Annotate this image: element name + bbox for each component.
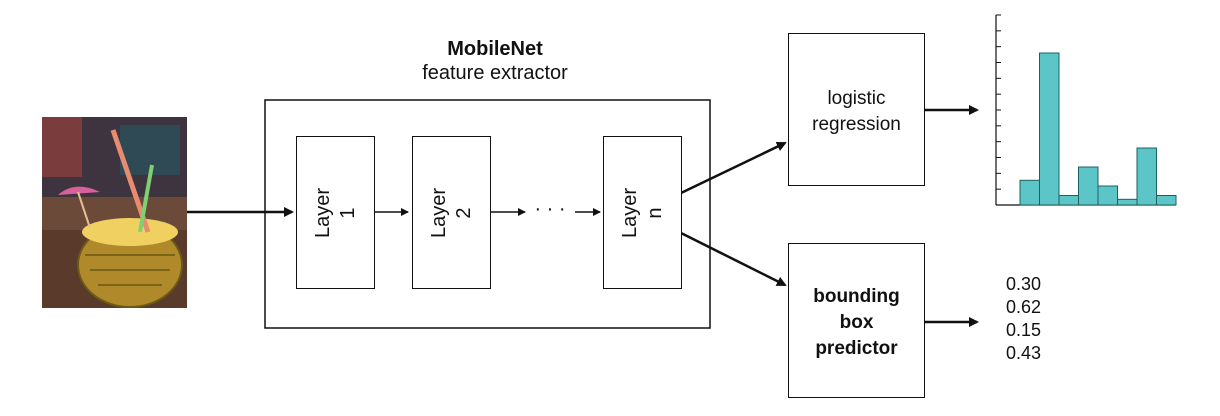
bbox-output-value: 0.62 [1006, 297, 1042, 317]
class-probability-histogram [995, 14, 1177, 206]
histogram-bar [1117, 198, 1138, 206]
layers-ellipsis: · · · [534, 198, 566, 220]
histogram-bar [1097, 185, 1118, 206]
histogram-bar [1039, 52, 1060, 206]
bbox-output-value: 0.15 [1006, 320, 1042, 340]
to-bbox-predictor-arrow [680, 231, 787, 287]
to-classifier-arrow [680, 141, 787, 195]
bbox-output-value: 0.43 [1006, 343, 1042, 363]
histogram-bar [1019, 179, 1040, 206]
histogram-bar [1136, 147, 1157, 206]
feature-extractor-box [264, 99, 711, 329]
histogram-bar [1058, 195, 1079, 206]
histogram-bar [1078, 166, 1099, 206]
extractor-subtitle: feature extractor [422, 62, 568, 84]
input-image [42, 117, 187, 308]
extractor-title: MobileNet [447, 38, 543, 60]
histogram-bar [1156, 195, 1177, 206]
bbox-output-value: 0.30 [1006, 274, 1042, 294]
